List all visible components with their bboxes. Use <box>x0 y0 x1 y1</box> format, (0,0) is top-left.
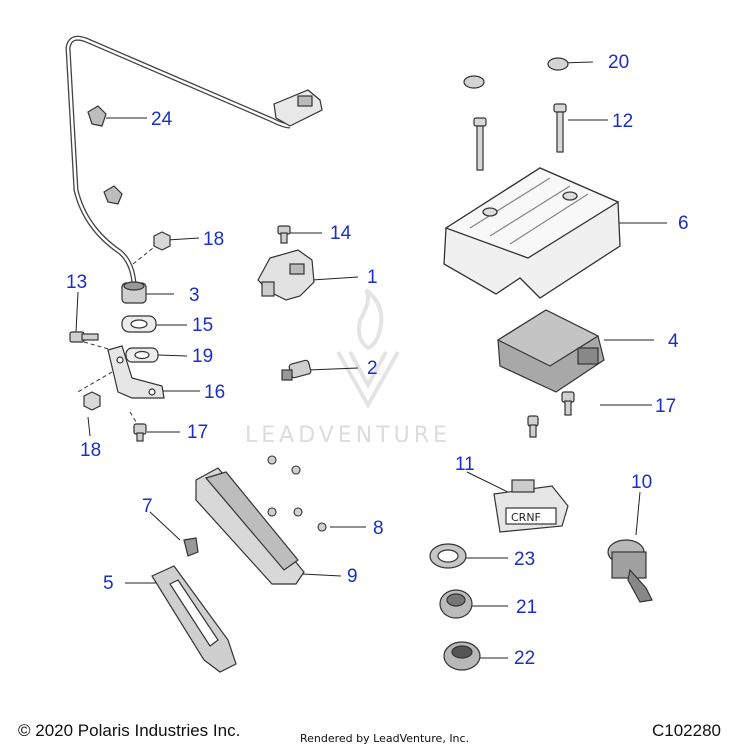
callout-8: 8 <box>373 518 384 539</box>
rendered-by-text: Rendered by LeadVenture, Inc. <box>300 732 470 745</box>
callout-17b: 17 <box>655 396 677 417</box>
callout-16: 16 <box>204 382 226 403</box>
bracket-5 <box>151 565 237 673</box>
callout-5: 5 <box>103 573 114 594</box>
switch-11 <box>493 479 569 533</box>
regulator-4 <box>496 309 605 393</box>
callout-2: 2 <box>367 358 378 379</box>
switch-21 <box>439 589 473 619</box>
sensor-2 <box>281 359 312 381</box>
callout-11: 11 <box>455 454 475 475</box>
watermark-logo <box>336 288 400 410</box>
callout-23: 23 <box>514 549 536 570</box>
callout-14: 14 <box>330 223 352 244</box>
callout-3: 3 <box>189 285 200 306</box>
gaskets <box>121 315 159 363</box>
diagram-code: C102280 <box>652 721 722 740</box>
callout-24: 24 <box>151 109 173 130</box>
screw-14 <box>277 225 291 244</box>
callout-1: 1 <box>367 267 378 288</box>
ring-23 <box>429 543 467 569</box>
callout-22: 22 <box>514 648 536 669</box>
callout-6: 6 <box>678 213 689 234</box>
wiring-harness <box>65 35 291 284</box>
callout-18b: 18 <box>80 440 102 461</box>
callout-18a: 18 <box>203 229 225 250</box>
harness-connector <box>273 89 323 127</box>
callout-7: 7 <box>142 496 153 517</box>
bracket-16 <box>107 345 165 399</box>
sensor-1 <box>257 249 315 301</box>
cap-20 <box>463 57 569 89</box>
callout-19: 19 <box>192 346 214 367</box>
ecu-9 <box>195 467 305 585</box>
callout-20: 20 <box>608 52 630 73</box>
callout-12: 12 <box>612 111 634 132</box>
bolt-12 <box>473 103 567 171</box>
nut-18 <box>83 231 171 411</box>
callout-21: 21 <box>516 597 538 618</box>
map-sensor-3 <box>121 281 147 304</box>
switch-label: CRNF <box>511 511 541 524</box>
screws-8 <box>267 455 327 532</box>
cover-6 <box>443 167 621 299</box>
bolt-13 <box>69 331 99 343</box>
assembly-dashes <box>75 243 159 426</box>
ignition-10 <box>607 539 653 603</box>
callout-10: 10 <box>631 472 653 493</box>
cap-22 <box>443 641 481 671</box>
callout-9: 9 <box>347 566 358 587</box>
bolt-17 <box>133 391 575 442</box>
watermark-text: LEADVENTURE <box>245 423 451 448</box>
callout-15: 15 <box>192 315 214 336</box>
leader-lines <box>75 61 667 659</box>
clip-24 <box>87 105 123 205</box>
clip-7 <box>183 537 199 557</box>
callout-4: 4 <box>668 331 679 352</box>
callout-17a: 17 <box>187 422 209 443</box>
copyright-text: © 2020 Polaris Industries Inc. <box>18 721 241 740</box>
callout-13: 13 <box>66 272 88 293</box>
